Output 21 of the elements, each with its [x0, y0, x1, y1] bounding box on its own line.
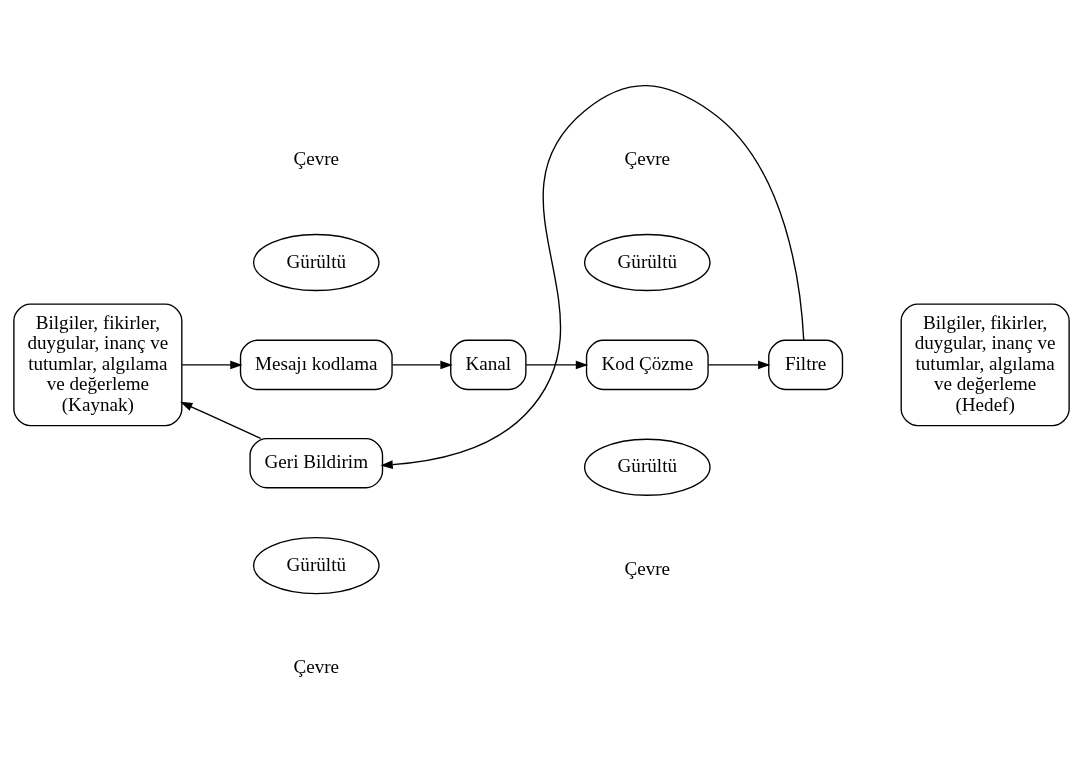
- node-ellipse: Gürültü: [583, 233, 711, 292]
- arrow: [380, 85, 805, 469]
- node-ellipse: Gürültü: [252, 536, 380, 595]
- arrow: [707, 360, 771, 370]
- label: Çevre: [293, 656, 340, 678]
- node-ellipse: Gürültü: [252, 233, 380, 292]
- node-box: Geri Bildirim: [249, 437, 384, 489]
- node-box: Bilgiler, fikirler, duygular, inanç ve tutumlar, algılama ve değerleme (Kaynak): [13, 303, 183, 427]
- label: Çevre: [293, 148, 340, 170]
- node-box: Kod Çözme: [585, 339, 709, 391]
- arrow: [181, 360, 243, 370]
- node-box: Filtre: [768, 339, 844, 391]
- arrow: [525, 360, 589, 370]
- label: Çevre: [624, 148, 671, 170]
- arrow: [391, 360, 453, 370]
- label: Çevre: [624, 557, 671, 579]
- node-box: Bilgiler, fikirler, duygular, inanç ve tutumlar, algılama ve değerleme (Hedef): [900, 303, 1070, 427]
- arrow: [180, 401, 262, 440]
- node-box: Kanal: [450, 339, 527, 391]
- node-ellipse: Gürültü: [583, 438, 711, 496]
- node-box: Mesajı kodlama: [239, 339, 393, 391]
